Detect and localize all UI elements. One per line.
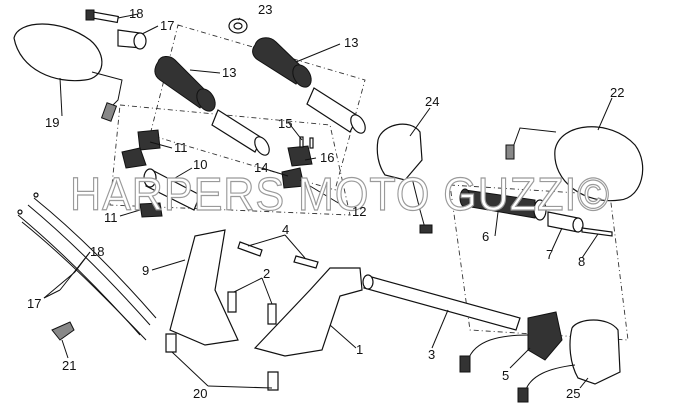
ref-label-2: 2 — [263, 266, 270, 281]
ref-label-20: 20 — [193, 386, 207, 401]
ref-label-23: 23 — [258, 2, 272, 17]
ref-label-6: 6 — [482, 229, 489, 244]
ref-label-1: 1 — [356, 342, 363, 357]
ref-label-7-right: 7 — [546, 247, 553, 262]
ref-label-3: 3 — [428, 347, 435, 362]
ref-label-17: 17 — [27, 296, 41, 311]
grip-kit-outline — [149, 24, 366, 191]
right-mirror — [505, 126, 644, 202]
ref-label-11-bottom: 11 — [104, 210, 118, 225]
grip-left — [154, 56, 270, 156]
throttle-pulley — [121, 129, 161, 169]
bar-end-weight-top — [117, 29, 147, 50]
controls-outline — [109, 104, 351, 216]
riser-bracket-left — [169, 229, 239, 346]
screws — [165, 241, 319, 391]
ref-label-7-top: 17 — [160, 18, 174, 33]
ref-label-8-right: 8 — [578, 254, 585, 269]
handlebar — [362, 274, 521, 331]
left-mirror — [13, 23, 123, 122]
lower-clamp — [139, 202, 163, 218]
ref-label-13-right: 13 — [344, 35, 358, 50]
ref-label-12: 12 — [352, 204, 366, 219]
ref-label-15: 15 — [278, 116, 292, 131]
throttle-tube — [143, 168, 201, 211]
assembly-outlines — [109, 24, 629, 341]
right-holder — [281, 136, 314, 189]
ref-label-14: 14 — [254, 160, 268, 175]
bar-end-weight-right — [547, 211, 584, 233]
ref-label-19: 19 — [45, 115, 59, 130]
right-switch-lower — [517, 319, 621, 403]
bar-end-bolt-right — [581, 227, 613, 237]
right-switch-top — [376, 123, 433, 234]
ref-label-21: 21 — [62, 358, 76, 373]
ref-label-24: 24 — [425, 94, 439, 109]
cable-clip — [51, 321, 75, 341]
ref-label-16: 16 — [320, 150, 334, 165]
leader-lines — [43, 13, 613, 389]
ref-label-18: 18 — [90, 244, 104, 259]
ref-label-13-left: 13 — [222, 65, 236, 80]
ref-label-11-top: 11 — [174, 140, 188, 155]
ref-label-10: 10 — [193, 157, 207, 172]
ref-label-5: 5 — [502, 368, 509, 383]
riser-bracket-right — [253, 267, 363, 357]
washer — [228, 18, 248, 34]
throttle-cables — [17, 192, 157, 341]
left-switch — [459, 311, 563, 373]
ref-label-8-top: 18 — [129, 6, 143, 21]
ref-label-9: 9 — [142, 263, 149, 278]
bar-end-bolt-top — [85, 9, 120, 24]
ref-label-4: 4 — [282, 222, 289, 237]
grip-right-lower — [459, 188, 547, 221]
watermark-text: HARPERS MOTO GUZZI© — [70, 168, 610, 220]
grip-right — [252, 37, 366, 134]
reference-labels: 18 17 23 13 13 19 24 22 11 10 11 15 16 1… — [27, 2, 624, 401]
ref-label-25: 25 — [566, 386, 580, 401]
ref-label-22: 22 — [610, 85, 624, 100]
